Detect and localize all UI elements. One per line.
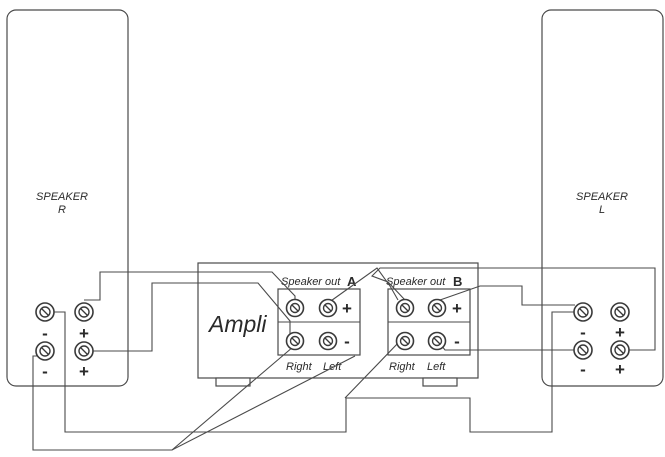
speaker-left-cabinet	[541, 9, 664, 387]
output-a-label: Speaker out	[281, 276, 341, 288]
speaker-right-bottom-minus-sign: -	[42, 362, 48, 381]
amplifier-foot-left	[215, 377, 251, 387]
wire-r-top-plus	[84, 271, 296, 305]
speaker-left-channel: L	[599, 204, 605, 216]
output-b-label: Speaker out	[386, 276, 446, 288]
speaker-right-cabinet	[6, 9, 129, 387]
speaker-left: SPEAKER L	[541, 9, 664, 387]
output-b-plus-sign: +	[452, 299, 462, 318]
speaker-right-title: SPEAKER	[36, 191, 88, 203]
speaker-left-bottom-plus-sign: +	[615, 360, 625, 379]
amplifier-label: Ampli	[207, 311, 267, 337]
output-b-channel-left: Left	[427, 361, 446, 373]
output-a-channel-right: Right	[286, 361, 313, 373]
binding-post-icon	[35, 341, 55, 361]
wire-a-bottom-right-diag	[171, 340, 301, 451]
speaker-right-bottom-plus-sign: +	[79, 362, 89, 381]
binding-post-icon	[35, 302, 55, 322]
speaker-left-title: SPEAKER	[576, 191, 628, 203]
speaker-right-terminals: - + - +	[35, 302, 94, 381]
binding-post-icon	[427, 331, 447, 351]
binding-post-icon	[318, 298, 338, 318]
binding-post-icon	[395, 298, 415, 318]
speaker-left-top-plus-sign: +	[615, 323, 625, 342]
binding-post-icon	[395, 331, 415, 351]
speaker-right-top-plus-sign: +	[79, 324, 89, 343]
binding-post-icon	[573, 340, 593, 360]
output-a-terminals: + -	[285, 298, 352, 351]
wire-a-left-plus-cross	[327, 267, 399, 304]
binding-post-icon	[427, 298, 447, 318]
output-a-plus-sign: +	[342, 299, 352, 318]
binding-post-icon	[573, 302, 593, 322]
speaker-left-bottom-minus-sign: -	[580, 360, 586, 379]
amplifier-foot-right	[422, 377, 458, 387]
speaker-right: SPEAKER R	[6, 9, 129, 387]
wire-r-top-minus	[45, 311, 583, 433]
output-a-minus-sign: -	[344, 332, 350, 351]
speaker-right-channel: R	[58, 204, 66, 216]
amplifier: Ampli Speaker out A Speaker out B Right …	[197, 262, 479, 387]
wire-l-top-plus	[439, 285, 575, 306]
binding-post-icon	[74, 341, 94, 361]
binding-post-icon	[74, 302, 94, 322]
wire-b-bottom-right-diag	[344, 340, 401, 399]
output-a-letter: A	[347, 274, 357, 289]
binding-post-icon	[285, 331, 305, 351]
speaker-right-top-minus-sign: -	[42, 324, 48, 343]
binding-post-icon	[285, 298, 305, 318]
wire-r-bottom-plus	[84, 282, 291, 352]
output-b-minus-sign: -	[454, 332, 460, 351]
speaker-left-terminals: - + - +	[573, 302, 630, 379]
binding-post-icon	[610, 302, 630, 322]
speaker-wires	[32, 267, 656, 451]
binding-post-icon	[318, 331, 338, 351]
speaker-left-top-minus-sign: -	[580, 323, 586, 342]
output-b-letter: B	[453, 274, 462, 289]
wire-l-top-loop	[371, 267, 656, 351]
output-b-terminals: + -	[395, 298, 462, 351]
binding-post-icon	[610, 340, 630, 360]
output-b-channel-right: Right	[389, 361, 416, 373]
